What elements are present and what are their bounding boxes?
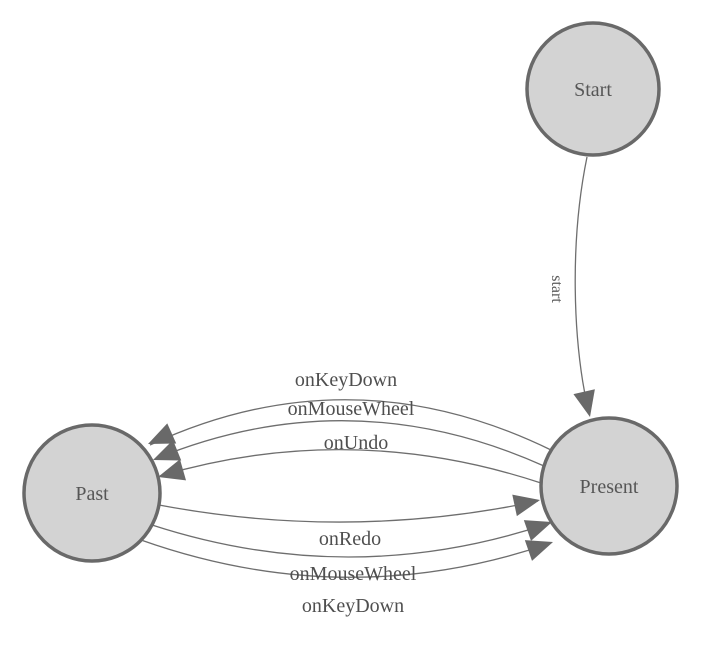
edge-label-onkeydown-bottom: onKeyDown — [302, 595, 404, 617]
edge-start-to-present — [574, 156, 590, 415]
node-label-group: Start Present Past — [75, 79, 639, 505]
edge-label-group: start onKeyDown onMouseWheel onUndo onRe… — [288, 275, 565, 617]
edge-label-start: start — [548, 275, 565, 303]
edge-label-onundo: onUndo — [324, 432, 388, 454]
edge-past-to-present-onredo — [158, 500, 539, 523]
arrowhead-icon-onkeydown-to-past — [148, 423, 177, 444]
node-label-present: Present — [580, 476, 639, 498]
node-past — [22, 423, 162, 563]
edge-present-to-past-onmousewheel — [154, 420, 545, 467]
arrowhead-icon-onredo-to-present — [512, 494, 540, 517]
edge-label-onkeydown-top: onKeyDown — [295, 369, 397, 391]
edge-label-onredo: onRedo — [319, 528, 381, 550]
edge-present-to-past-onkeydown — [149, 399, 552, 451]
node-start — [525, 21, 661, 157]
edge-past-to-present-onkeydown — [140, 539, 552, 578]
edge-group — [140, 156, 590, 578]
arrowhead-icon-onmousewheel-to-past — [153, 440, 182, 461]
edge-past-to-present-onmousewheel — [151, 522, 551, 558]
edge-label-onmousewheel-top: onMouseWheel — [288, 398, 415, 420]
node-label-start: Start — [574, 79, 612, 101]
edge-label-onmousewheel-bottom: onMouseWheel — [290, 563, 417, 585]
arrowhead-icon-onundo-to-past — [158, 459, 187, 481]
edge-present-to-past-onundo — [159, 449, 542, 484]
node-label-past: Past — [75, 483, 109, 505]
node-group — [22, 21, 679, 563]
arrowhead-icon-onmousewheel-to-present — [523, 520, 552, 541]
arrowhead-icon-start-to-present — [573, 389, 595, 417]
arrowhead-icon-onkeydown-to-present — [524, 540, 553, 561]
node-present — [539, 416, 679, 556]
arrowhead-group — [148, 389, 595, 561]
